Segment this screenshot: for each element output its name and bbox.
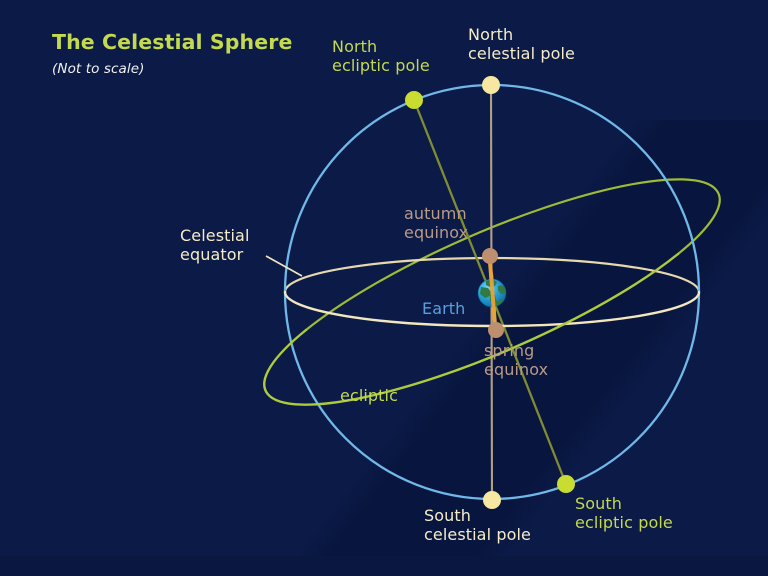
label-north-celestial-pole: North celestial pole [468,25,575,63]
ecliptic-ellipse-front-half [263,252,680,406]
celestial-equator-leader-line [265,255,303,277]
earth-axis-front-segment [489,272,496,314]
subtitle-not-to-scale: (Not to scale) [52,61,145,77]
spring-equinox-point [488,322,504,338]
label-north-ecliptic-pole: North ecliptic pole [332,37,430,75]
label-earth: Earth [422,299,466,318]
north-celestial-pole-point [482,76,500,94]
label-south-ecliptic-pole: South ecliptic pole [575,494,673,532]
label-spring-equinox: spring equinox [484,341,549,379]
ecliptic-ellipse-back-half [304,178,721,332]
label-autumn-equinox: autumn equinox [404,204,469,242]
label-ecliptic: ecliptic [340,386,399,405]
south-ecliptic-pole-point [557,475,575,493]
page-title: The Celestial Sphere [52,30,293,54]
background-bottom-strip [0,556,768,576]
label-south-celestial-pole: South celestial pole [424,506,531,544]
autumn-equinox-point [482,248,498,264]
south-celestial-pole-point [483,491,501,509]
north-ecliptic-pole-point [405,91,423,109]
label-celestial-equator: Celestial equator [180,226,250,264]
